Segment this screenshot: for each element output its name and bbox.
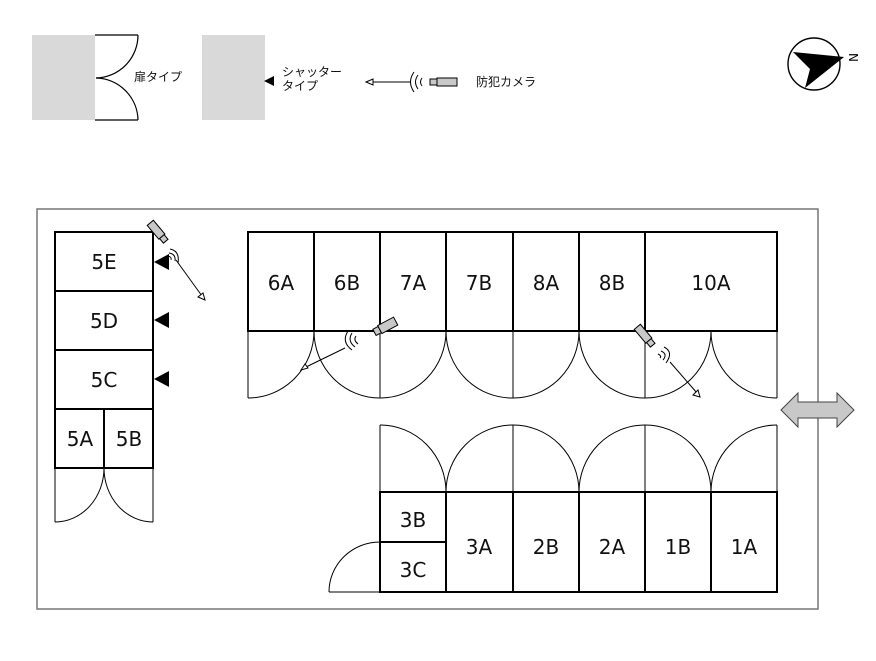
unit-label-5B: 5B xyxy=(116,427,142,451)
unit-label-2A: 2A xyxy=(599,535,626,559)
unit-7A[interactable]: 7A xyxy=(400,271,427,295)
unit-label-6A: 6A xyxy=(268,271,295,295)
doors-5A-5B xyxy=(54,467,154,523)
unit-label-3C: 3C xyxy=(400,558,427,582)
doors-south-row xyxy=(328,424,778,593)
legend-shutter-unit xyxy=(202,35,265,120)
unit-label-6B: 6B xyxy=(334,271,360,295)
unit-2B[interactable]: 2B xyxy=(533,535,559,559)
unit-label-5D: 5D xyxy=(90,309,118,333)
unit-6A[interactable]: 6A xyxy=(268,271,295,295)
compass-north-label: N xyxy=(846,53,860,62)
unit-label-3B: 3B xyxy=(400,508,426,532)
unit-5D[interactable]: 5D xyxy=(90,309,118,333)
north-row xyxy=(247,231,778,332)
legend-camera-icon xyxy=(364,71,458,93)
unit-2A[interactable]: 2A xyxy=(599,535,626,559)
unit-10A[interactable]: 10A xyxy=(691,271,730,295)
unit-8B[interactable]: 8B xyxy=(599,271,625,295)
unit-label-3A: 3A xyxy=(466,535,493,559)
unit-label-7A: 7A xyxy=(400,271,427,295)
camera-icon-10A xyxy=(633,323,701,398)
entrance-arrow-icon xyxy=(780,391,855,429)
unit-label-2B: 2B xyxy=(533,535,559,559)
unit-label-7B: 7B xyxy=(466,271,492,295)
doors-north-row xyxy=(247,330,778,399)
legend-camera-label: 防犯カメラ xyxy=(476,74,536,89)
unit-label-5E: 5E xyxy=(91,250,116,274)
camera-icon-6B xyxy=(299,316,399,371)
shutter-5C-icon xyxy=(154,371,169,387)
south-row xyxy=(379,491,778,593)
unit-label-1B: 1B xyxy=(665,535,691,559)
unit-5A[interactable]: 5A xyxy=(67,427,94,451)
shutter-5D-icon xyxy=(154,312,169,328)
unit-label-1A: 1A xyxy=(731,535,758,559)
legend-door-unit xyxy=(32,35,95,120)
site-boundary xyxy=(36,208,819,610)
unit-3C[interactable]: 3C xyxy=(400,558,427,582)
unit-5B[interactable]: 5B xyxy=(116,427,142,451)
unit-7B[interactable]: 7B xyxy=(466,271,492,295)
unit-label-8A: 8A xyxy=(533,271,560,295)
legend-shutter-label-2: タイプ xyxy=(282,79,318,93)
unit-label-5C: 5C xyxy=(91,368,118,392)
unit-1B[interactable]: 1B xyxy=(665,535,691,559)
unit-6B[interactable]: 6B xyxy=(334,271,360,295)
unit-5C[interactable]: 5C xyxy=(91,368,118,392)
camera-icon-5E xyxy=(146,219,206,301)
unit-label-10A: 10A xyxy=(691,271,730,295)
unit-8A[interactable]: 8A xyxy=(533,271,560,295)
legend-door-icon xyxy=(95,34,139,121)
legend: 扉タイプ シャッター タイプ 防犯カメラ xyxy=(32,34,536,121)
shutter-5E-icon xyxy=(154,254,169,270)
unit-label-5A: 5A xyxy=(67,427,94,451)
unit-1A[interactable]: 1A xyxy=(731,535,758,559)
shutter-triangle-icon xyxy=(264,76,274,86)
unit-3B[interactable]: 3B xyxy=(400,508,426,532)
legend-shutter-label-1: シャッター xyxy=(282,65,342,79)
unit-label-8B: 8B xyxy=(599,271,625,295)
unit-3A[interactable]: 3A xyxy=(466,535,493,559)
compass-icon: N xyxy=(787,37,860,91)
legend-door-label: 扉タイプ xyxy=(134,70,182,84)
unit-5E[interactable]: 5E xyxy=(91,250,116,274)
